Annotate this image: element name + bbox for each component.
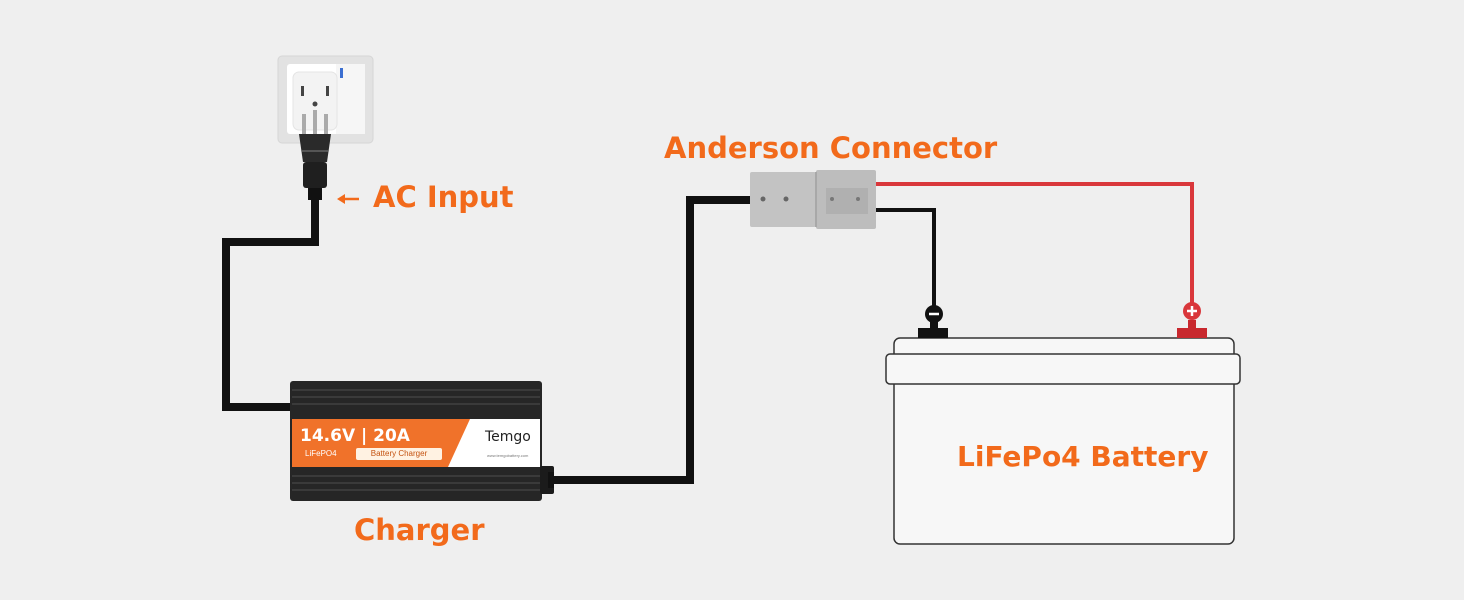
charger-voltage-current: 14.6V | 20A xyxy=(300,426,410,446)
battery-icon xyxy=(885,320,1241,545)
wall-outlet-icon xyxy=(277,55,374,144)
charger-chemistry: LiFePO4 xyxy=(305,449,337,458)
negative-terminal-icon xyxy=(925,305,943,323)
battery-label: LiFePo4 Battery xyxy=(957,440,1209,473)
anderson-connector-label: Anderson Connector xyxy=(664,131,998,165)
arrow-left-icon xyxy=(337,194,359,204)
negative-wire xyxy=(876,208,936,306)
dc-output-cable xyxy=(552,196,752,484)
anderson-connector-icon xyxy=(750,170,876,229)
charger-website: www.temgobattery.com xyxy=(487,453,529,458)
ac-cable xyxy=(222,198,319,411)
ac-input-label: AC Input xyxy=(373,180,514,214)
positive-terminal-icon xyxy=(1183,302,1201,320)
charger-label: Charger xyxy=(354,513,485,547)
positive-wire xyxy=(876,182,1194,306)
charger-brand: Temgo xyxy=(485,429,531,445)
ac-plug-icon xyxy=(299,110,331,200)
charger-icon xyxy=(290,381,554,501)
charger-type: Battery Charger xyxy=(356,448,442,460)
